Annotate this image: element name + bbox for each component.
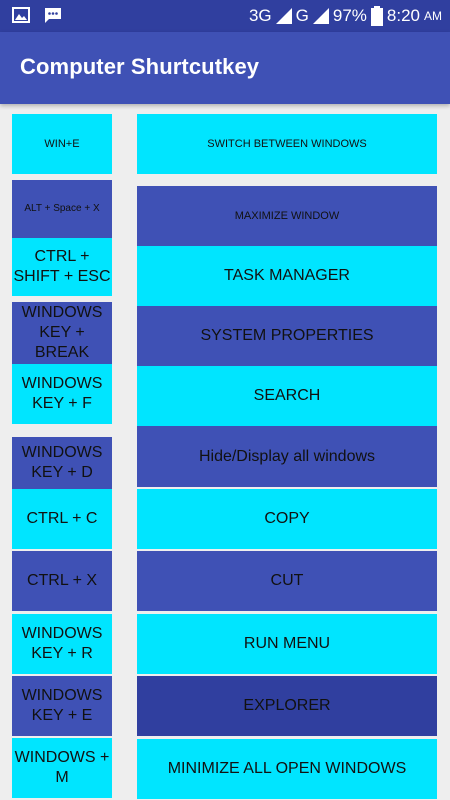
status-bar: 3G G 97% 8:20 AM — [0, 0, 450, 32]
shortcut-action-cell[interactable]: TASK MANAGER — [137, 246, 437, 306]
image-icon — [12, 7, 30, 23]
signal-icon — [275, 8, 292, 24]
shortcut-key-cell[interactable]: WINDOWS KEY + F — [12, 364, 112, 424]
shortcut-action-cell[interactable]: MINIMIZE ALL OPEN WINDOWS — [137, 739, 437, 799]
shortcut-action-cell[interactable]: EXPLORER — [137, 676, 437, 736]
battery-percent: 97% — [332, 6, 367, 25]
shortcut-action-cell[interactable]: SWITCH BETWEEN WINDOWS — [137, 114, 437, 174]
signal-icon — [312, 8, 329, 24]
app-bar: Computer Shurtcutkey — [0, 32, 450, 104]
shortcut-action-cell[interactable]: SYSTEM PROPERTIES — [137, 306, 437, 366]
clock-time: 8:20 — [386, 6, 420, 25]
shortcut-key-cell[interactable]: WINDOWS KEY + BREAK — [12, 302, 112, 364]
shortcut-key-cell[interactable]: WINDOWS KEY + D — [12, 437, 112, 489]
network-3g-label: 3G — [248, 6, 272, 25]
shortcut-action-cell[interactable]: MAXIMIZE WINDOW — [137, 186, 437, 246]
shortcut-action-cell[interactable]: Hide/Display all windows — [137, 426, 437, 487]
app-title: Computer Shurtcutkey — [20, 54, 260, 79]
message-icon — [45, 8, 61, 23]
shortcut-key-cell[interactable]: CTRL + SHIFT + ESC — [12, 238, 112, 296]
shortcut-action-cell[interactable]: COPY — [137, 489, 437, 549]
battery-icon — [370, 6, 383, 26]
clock-ampm: AM — [424, 9, 442, 23]
shortcut-action-cell[interactable]: CUT — [137, 551, 437, 611]
shortcut-action-cell[interactable]: RUN MENU — [137, 614, 437, 674]
shortcut-key-cell[interactable]: WINDOWS + M — [12, 738, 112, 798]
shortcut-key-cell[interactable]: ALT + Space + X — [12, 180, 112, 238]
shortcut-key-cell[interactable]: WINDOWS KEY + E — [12, 676, 112, 736]
shortcut-key-cell[interactable]: WINDOWS KEY + R — [12, 614, 112, 674]
network-g-label: G — [295, 6, 309, 25]
shortcut-action-cell[interactable]: SEARCH — [137, 366, 437, 426]
shortcut-key-cell[interactable]: WIN+E — [12, 114, 112, 174]
shortcut-key-cell[interactable]: CTRL + X — [12, 551, 112, 611]
shortcut-key-cell[interactable]: CTRL + C — [12, 489, 112, 549]
